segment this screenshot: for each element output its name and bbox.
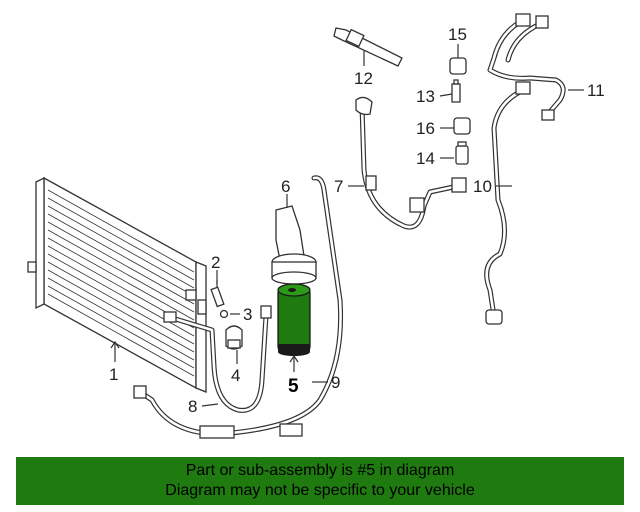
cap-16 [453,117,471,135]
callout-5: 5 [288,376,299,397]
switch-14 [455,141,469,165]
valve-13 [451,79,461,103]
callout-14: 14 [416,149,435,168]
notice-line-2: Diagram may not be specific to your vehi… [165,482,475,499]
callout-8: 8 [188,397,197,416]
callout-lines [110,50,584,407]
receiver-drier [277,283,311,356]
callout-3: 3 [243,305,252,324]
callout-15: 15 [448,25,467,44]
callout-6: 6 [281,177,290,196]
liquid-line-9 [133,175,344,439]
callout-2: 2 [211,253,220,272]
callout-16: 16 [416,119,435,138]
line-11 [487,13,566,121]
drier-bracket [271,205,317,285]
notice-line-1: Part or sub-assembly is #5 in diagram [185,462,455,479]
hose-8 [163,305,272,413]
line-10 [484,85,531,325]
callout-7: 7 [334,177,343,196]
callout-1: 1 [109,365,118,384]
parts-diagram: 1 2 3 4 5 6 7 8 9 10 11 12 13 14 15 16 [27,13,605,439]
condenser [27,176,207,393]
callout-4: 4 [231,366,240,385]
sensor-12 [333,27,403,67]
callout-10: 10 [473,177,492,196]
notice-banner: Part or sub-assembly is #5 in diagram Di… [16,457,624,505]
cap-15 [449,44,467,75]
callout-11: 11 [587,81,605,100]
o-ring [219,309,229,319]
hose-7 [355,96,467,230]
callout-12: 12 [354,69,373,88]
callout-13: 13 [416,87,435,106]
callout-9: 9 [331,373,340,392]
pressure-switch [225,325,243,350]
